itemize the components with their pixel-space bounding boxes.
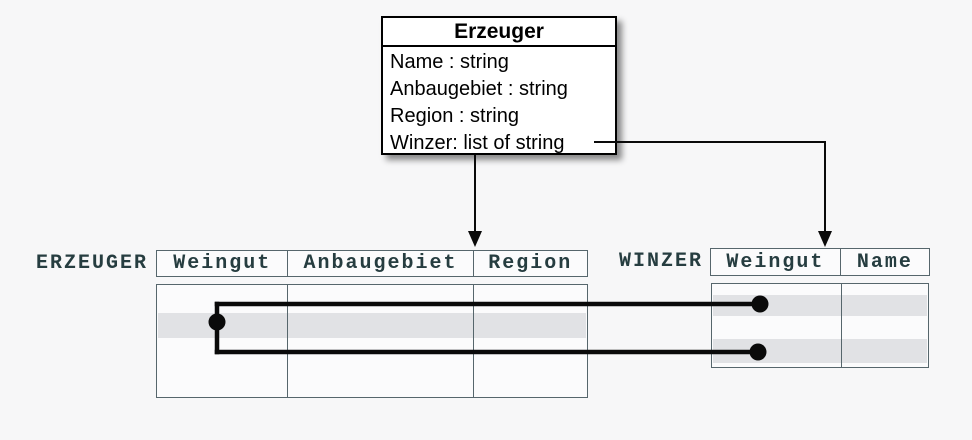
winzer-highlighted-row-2 <box>713 339 927 363</box>
class-attribute-winzer: Winzer: list of string <box>390 132 565 154</box>
class-attribute-region: Region : string <box>390 105 519 127</box>
table-label-erzeuger: ERZEUGER <box>36 252 149 275</box>
class-attribute-anbaugebiet: Anbaugebiet : string <box>390 78 568 100</box>
table-label-winzer: WINZER <box>619 250 704 273</box>
winzer-column-name: Name <box>839 249 929 275</box>
erzeuger-column-anbaugebiet: Anbaugebiet <box>287 251 472 276</box>
winzer-table-body <box>711 283 929 368</box>
erzeuger-column-divider-1 <box>286 285 288 397</box>
winzer-column-divider <box>840 284 842 367</box>
erzeuger-column-weingut: Weingut <box>173 252 272 275</box>
class-title: Erzeuger <box>383 18 615 47</box>
arrowhead-erzeuger <box>468 231 482 247</box>
erzeuger-column-divider-2 <box>472 285 474 397</box>
winzer-highlighted-row-1 <box>713 295 927 316</box>
erzeuger-header-row: Weingut Anbaugebiet Region <box>156 250 588 277</box>
class-attribute-list: Name : string Anbaugebiet : string Regio… <box>383 47 615 157</box>
erzeuger-table-body <box>156 284 588 398</box>
arrowhead-winzer <box>818 231 832 247</box>
arrow-winzer-attr-to-winzer-table <box>594 141 826 233</box>
winzer-column-weingut: Weingut <box>726 250 825 274</box>
erzeuger-column-region: Region <box>472 251 587 276</box>
erzeuger-highlighted-row <box>158 313 586 338</box>
class-attribute-name: Name : string <box>390 51 509 73</box>
winzer-header-row: Weingut Name <box>710 248 930 276</box>
uml-class-box-erzeuger: Erzeuger Name : string Anbaugebiet : str… <box>381 16 617 155</box>
